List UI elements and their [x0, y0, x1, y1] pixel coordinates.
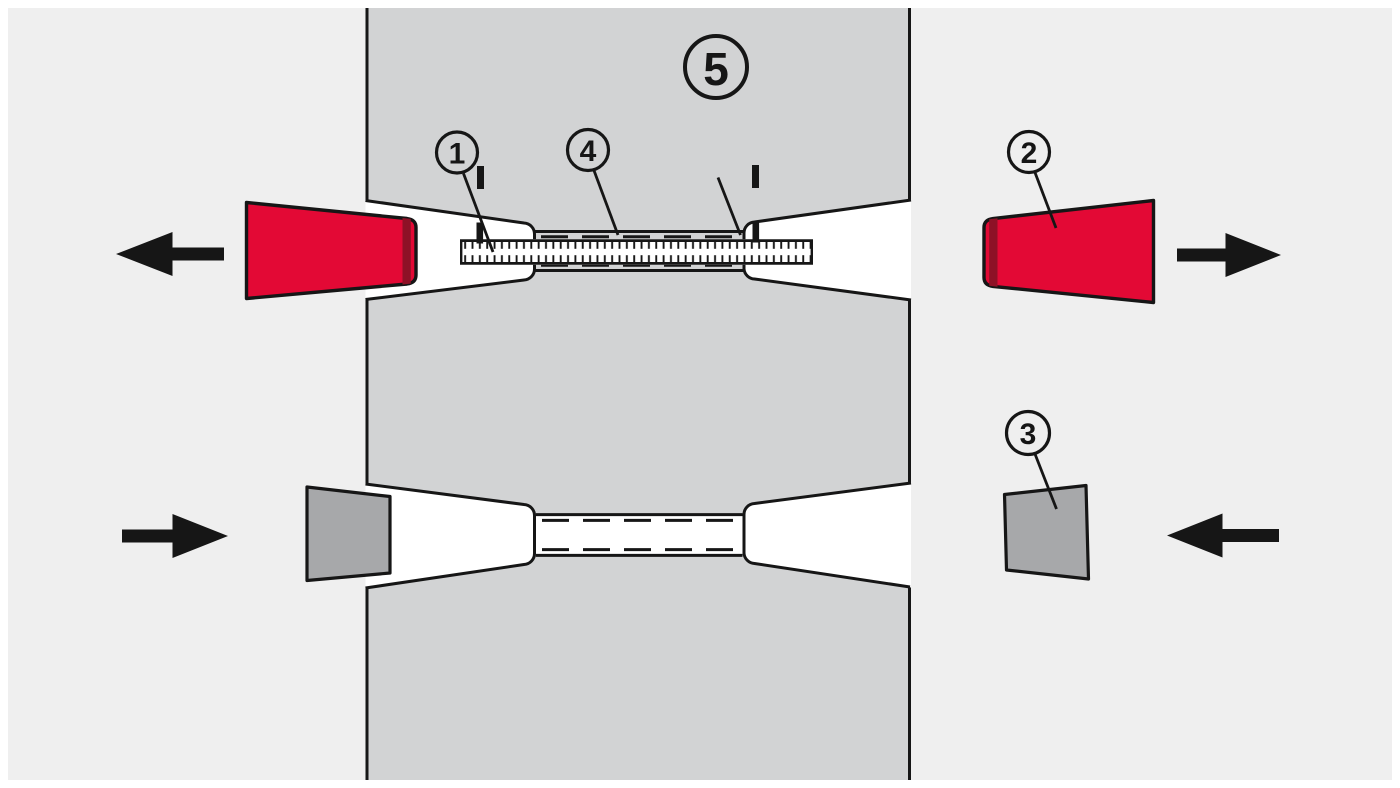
top-right-red-plug — [982, 198, 1156, 305]
leader-1 — [462, 173, 495, 253]
leader-4 — [592, 170, 620, 236]
callout-3-label: 3 — [1020, 418, 1037, 451]
leader-2 — [1033, 172, 1058, 229]
bottom-left-gray-plug — [305, 485, 392, 583]
bottom-right-funnel-outline — [742, 481, 912, 589]
wall-band — [365, 8, 911, 780]
arrow-right-icon — [122, 514, 228, 558]
leader-index — [716, 176, 742, 236]
right-pawl — [752, 221, 760, 243]
plug-end-stripe — [989, 218, 998, 287]
top-right-funnel-outline — [742, 198, 912, 302]
callout-2: 2 — [1006, 129, 1052, 175]
callout-1-label: 1 — [449, 138, 466, 171]
callout-2-label: 2 — [1021, 137, 1038, 170]
leader-3 — [1033, 453, 1058, 510]
callout-4-label: 4 — [580, 135, 597, 168]
callout-3: 3 — [1004, 409, 1052, 457]
bottom-sleeve — [535, 513, 743, 557]
bottom-left-funnel-outline — [365, 482, 536, 590]
callout-5-label: 5 — [703, 43, 729, 95]
plug-end-stripe — [402, 218, 411, 285]
arrow-left-icon — [116, 232, 224, 276]
arrow-right-icon — [1177, 233, 1281, 277]
callout-4: 4 — [565, 127, 611, 173]
left-pawl — [476, 222, 484, 244]
left-index-mark — [477, 166, 484, 189]
callout-1: 1 — [434, 130, 480, 175]
right-index-mark — [752, 165, 759, 188]
bottom-left-funnel — [365, 483, 535, 589]
wall-sleeve — [534, 230, 744, 272]
top-left-red-plug — [244, 200, 418, 301]
bottom-right-gray-plug — [1002, 483, 1091, 581]
wall-edges — [365, 8, 911, 780]
callout-5: 5 — [683, 34, 749, 100]
top-right-funnel — [743, 199, 911, 301]
bottom-right-funnel — [743, 482, 911, 588]
toothed-rod — [460, 239, 813, 265]
arrow-left-icon — [1167, 513, 1279, 558]
